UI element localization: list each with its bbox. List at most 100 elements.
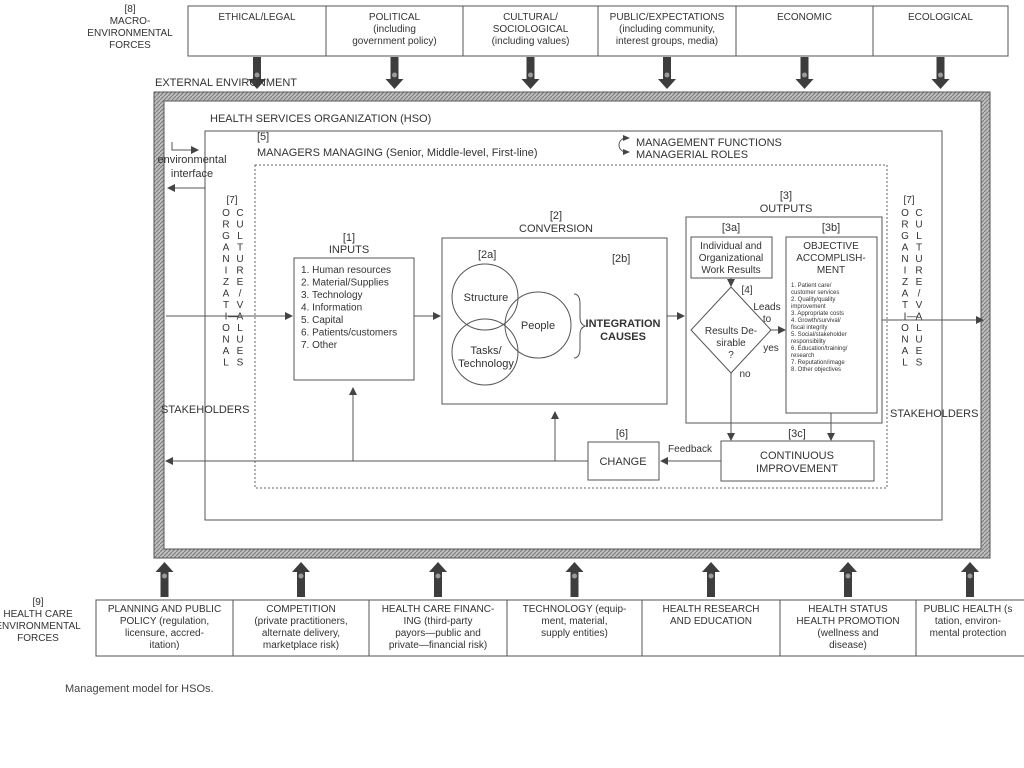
inputs-marker: [1] — [343, 232, 355, 244]
culture-letter: N — [222, 254, 229, 265]
values-letter: T — [916, 243, 922, 254]
health-care-force-label: HEALTH STATUS — [808, 604, 888, 615]
values-letter: A — [916, 312, 923, 323]
culture-letter: O — [901, 323, 909, 334]
inner-dashed-frame — [254, 164, 888, 489]
svg-text:ENVIRONMENTAL: ENVIRONMENTAL — [0, 621, 81, 632]
input-item: 1. Human resources — [301, 265, 391, 276]
structure-label: Structure — [464, 292, 509, 304]
values-letter: R — [236, 266, 243, 277]
values-letter: E — [916, 346, 923, 357]
macro-force-label: (including — [373, 24, 416, 35]
change-label: CHANGE — [599, 456, 646, 468]
down-arrow — [248, 57, 266, 89]
macro-force-label: (including values) — [492, 36, 570, 47]
objective-item: 1. Patient care/ — [791, 283, 832, 289]
culture-letter: N — [901, 254, 908, 265]
values-letter: E — [237, 346, 244, 357]
conversion-box — [441, 237, 668, 405]
hso-label: HEALTH SERVICES ORGANIZATION (HSO) — [210, 113, 431, 125]
values-letter: T — [237, 243, 243, 254]
values-letter: L — [916, 323, 922, 334]
health-care-force-label: PUBLIC HEALTH (s — [924, 604, 1013, 615]
integration-causes-label: INTEGRATION — [586, 318, 661, 330]
people-label: People — [521, 320, 555, 332]
svg-text:HEALTH CARE: HEALTH CARE — [3, 609, 73, 620]
leads-to-label: Leads — [753, 302, 780, 313]
health-care-force-box — [506, 599, 643, 657]
health-care-force-label: (wellness and — [817, 628, 878, 639]
outputs-marker: [3] — [780, 190, 792, 202]
values-letter: E — [916, 277, 923, 288]
svg-text:?: ? — [728, 350, 734, 361]
values-letter: L — [237, 323, 243, 334]
work-results-box — [690, 236, 773, 279]
environmental-interface-label: environmental — [157, 154, 226, 166]
values-letter: C — [236, 208, 243, 219]
health-care-arrows — [155, 562, 979, 597]
management-cycle-icon — [618, 135, 630, 155]
macro-force-label: ETHICAL/LEGAL — [218, 12, 296, 23]
input-item: 7. Other — [301, 340, 338, 351]
values-letter: U — [915, 335, 922, 346]
svg-text:FORCES: FORCES — [17, 633, 59, 644]
objective-item: fiscal integrity — [791, 325, 827, 331]
tasks-label: Tasks/ — [470, 345, 502, 357]
managers-marker: [5] — [257, 131, 269, 143]
culture-letter: A — [223, 346, 230, 357]
conversion-title: CONVERSION — [519, 223, 593, 235]
macro-forces-label: [8] MACRO- ENVIRONMENTAL FORCES — [87, 4, 173, 51]
culture-letter: I — [225, 312, 228, 323]
culture-letter: I — [904, 266, 907, 277]
culture-letter: Z — [223, 277, 229, 288]
objective-item: improvement — [791, 304, 826, 310]
macro-force-label: CULTURAL/ — [503, 12, 558, 23]
health-care-marker: [9] — [32, 597, 43, 608]
values-letter: C — [915, 208, 922, 219]
culture-letter: T — [223, 300, 229, 311]
up-arrow — [565, 562, 584, 597]
health-care-force-label: HEALTH PROMOTION — [796, 616, 899, 627]
culture-letter: O — [222, 323, 230, 334]
yes-label: yes — [763, 343, 779, 354]
health-care-force-label: itation) — [149, 640, 179, 651]
objective-item: 8. Other objectives — [791, 367, 841, 373]
values-letter: R — [915, 266, 922, 277]
inputs-title: INPUTS — [329, 244, 369, 256]
culture-letter: I — [904, 312, 907, 323]
values-letter: V — [916, 300, 923, 311]
svg-text:interface: interface — [171, 168, 213, 180]
health-care-force-label: PLANNING AND PUBLIC — [108, 604, 221, 615]
macro-force-label: ECONOMIC — [777, 12, 832, 23]
svg-text:CAUSES: CAUSES — [600, 331, 646, 343]
svg-text:Organizational: Organizational — [699, 253, 763, 264]
health-care-force-label: COMPETITION — [266, 604, 335, 615]
macro-force-label: PUBLIC/EXPECTATIONS — [610, 12, 725, 23]
culture-letter: G — [901, 231, 909, 242]
management-functions-label: MANAGEMENT FUNCTIONS — [636, 137, 782, 149]
health-care-force-label: marketplace risk) — [263, 640, 339, 651]
svg-text:to: to — [763, 314, 772, 325]
external-environment-label: EXTERNAL ENVIRONMENT — [155, 77, 297, 89]
macro-arrows — [248, 57, 950, 89]
health-care-force-box — [641, 599, 781, 657]
health-care-force-box — [779, 599, 917, 657]
objective-item: 7. Reputation/image — [791, 360, 845, 366]
culture-letter: A — [223, 243, 230, 254]
culture-letter: Z — [902, 277, 908, 288]
macro-marker: [8] — [124, 4, 135, 15]
input-item: 2. Material/Supplies — [301, 278, 389, 289]
svg-text:[7]: [7] — [226, 195, 237, 206]
input-item: 3. Technology — [301, 290, 363, 301]
health-care-force-label: HEALTH CARE FINANC- — [382, 604, 495, 615]
macro-force-box — [735, 5, 874, 57]
input-item: 4. Information — [301, 303, 362, 314]
managers-frame — [204, 130, 943, 521]
values-letter: A — [237, 312, 244, 323]
values-letter: U — [915, 220, 922, 231]
health-care-force-box — [95, 599, 234, 657]
